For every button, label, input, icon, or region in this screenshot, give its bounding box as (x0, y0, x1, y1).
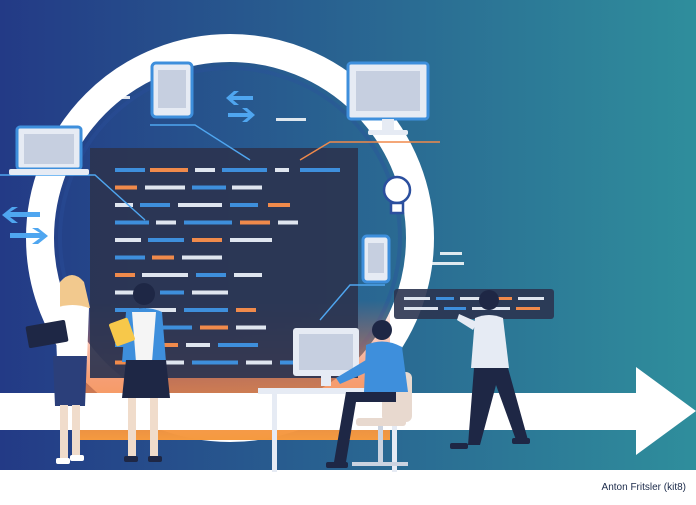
credit-text: Anton Fritsler (kit8) (601, 482, 686, 493)
code-line-segment (146, 308, 176, 312)
board-line-segment (404, 307, 438, 310)
board-line-segment (404, 297, 430, 300)
code-line-segment (115, 273, 135, 277)
code-line-segment (300, 168, 340, 172)
monitor-icon (346, 61, 430, 135)
code-line-segment (150, 168, 188, 172)
lightbulb-icon (382, 175, 412, 215)
seated-developer (326, 320, 408, 468)
board-line-segment (498, 297, 512, 300)
code-line-segment (142, 273, 188, 277)
board-line-segment (460, 297, 490, 300)
code-line-segment (115, 255, 145, 260)
code-line-segment (152, 325, 192, 330)
code-line-segment (156, 220, 176, 225)
board-line-segment (516, 307, 540, 310)
code-line-segment (140, 203, 170, 207)
code-line-segment (236, 325, 266, 330)
code-line-segment (268, 203, 290, 207)
code-line-segment (115, 168, 145, 172)
code-line-segment (240, 220, 270, 225)
code-line-segment (148, 238, 184, 242)
code-line-segment (115, 185, 137, 190)
code-line-segment (195, 168, 215, 172)
code-line-segment (156, 360, 184, 365)
code-line-segment (192, 185, 226, 190)
phone-icon (361, 234, 391, 284)
desktop-computer (293, 328, 359, 386)
code-line-segment (230, 238, 272, 242)
code-line-segment (115, 203, 133, 207)
code-line-segment (115, 220, 149, 225)
code-line-segment (115, 238, 141, 242)
code-line-segment (192, 360, 238, 365)
code-line-segment (184, 308, 228, 312)
board-line-segment (444, 307, 466, 310)
code-line-segment (160, 290, 184, 295)
board-line-segment (436, 297, 454, 300)
code-line-segment (246, 360, 272, 365)
code-line-segment (222, 168, 267, 172)
code-line-segment (280, 360, 298, 365)
code-line-segment (186, 343, 210, 347)
code-line-segment (232, 185, 262, 190)
board-line-segment (518, 297, 544, 300)
code-line-segment (192, 290, 228, 295)
code-line-segment (178, 203, 222, 207)
code-line-segment (152, 255, 174, 260)
desk (258, 388, 408, 472)
code-line-segment (145, 185, 185, 190)
tablet-icon (150, 61, 194, 119)
code-line-segment (192, 238, 222, 242)
code-line-segment (230, 203, 258, 207)
code-line-segment (275, 168, 289, 172)
arrows-icon (2, 91, 255, 244)
floating-board (394, 289, 554, 319)
code-line-segment (236, 308, 256, 312)
laptop-icon (9, 125, 89, 175)
code-line-segment (115, 308, 139, 312)
code-line-segment (184, 220, 232, 225)
code-line-segment (182, 255, 222, 260)
code-line-segment (234, 273, 262, 277)
walking-man (450, 290, 530, 449)
code-line-segment (196, 273, 226, 277)
code-line-segment (218, 343, 258, 347)
dash-marks (110, 96, 464, 265)
woman-with-laptop (25, 275, 90, 464)
floor (0, 470, 696, 505)
code-line-segment (278, 220, 298, 225)
woman-with-tablet (109, 283, 170, 462)
code-line-segment (200, 325, 228, 330)
